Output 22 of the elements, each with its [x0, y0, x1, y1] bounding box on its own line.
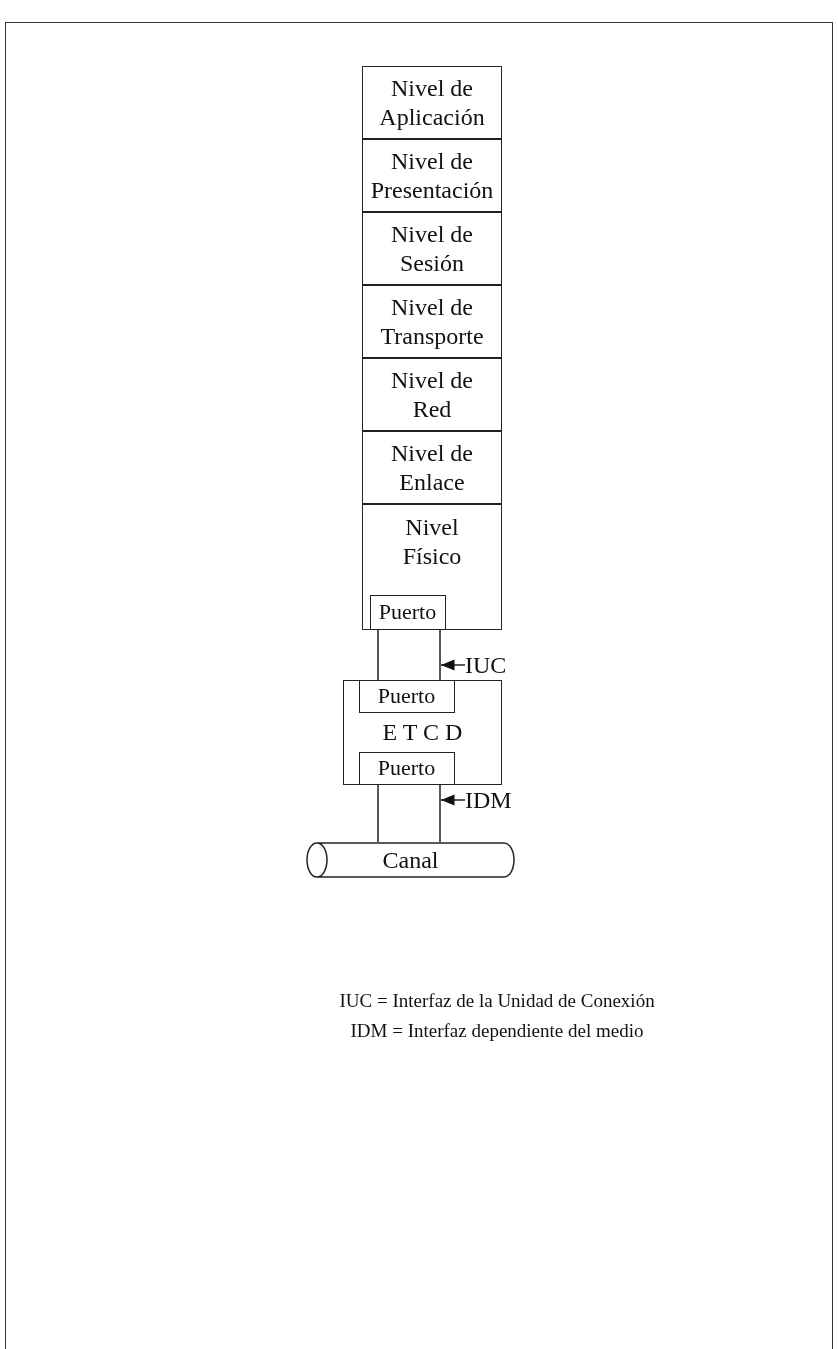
port-box: Puerto — [369, 594, 446, 630]
cable-lines — [377, 784, 441, 843]
channel-cylinder: Canal — [305, 842, 516, 878]
layer-box — [362, 504, 502, 630]
layer-box: Nivel de Enlace — [362, 431, 502, 504]
device-label: E T C D — [382, 718, 463, 747]
layer-box: Nivel de Aplicación — [362, 66, 502, 139]
arrow — [440, 794, 466, 806]
cable-lines — [377, 629, 441, 681]
layer-label: Nivel Físico — [401, 513, 463, 571]
interface-label: IDM — [465, 782, 545, 818]
device-box — [343, 680, 502, 785]
layer-box: Nivel de Sesión — [362, 212, 502, 285]
layer-box: Nivel de Presentación — [362, 139, 502, 212]
layer-box: Nivel de Red — [362, 358, 502, 431]
arrow — [440, 659, 466, 671]
legend-note: IDM = Interfaz dependiente del medio — [350, 1020, 644, 1042]
port-box: Puerto — [358, 751, 455, 785]
port-box: Puerto — [358, 679, 455, 713]
layer-box: Nivel de Transporte — [362, 285, 502, 358]
interface-label: IUC — [465, 647, 545, 683]
legend-note: IUC = Interfaz de la Unidad de Conexión — [339, 990, 655, 1012]
